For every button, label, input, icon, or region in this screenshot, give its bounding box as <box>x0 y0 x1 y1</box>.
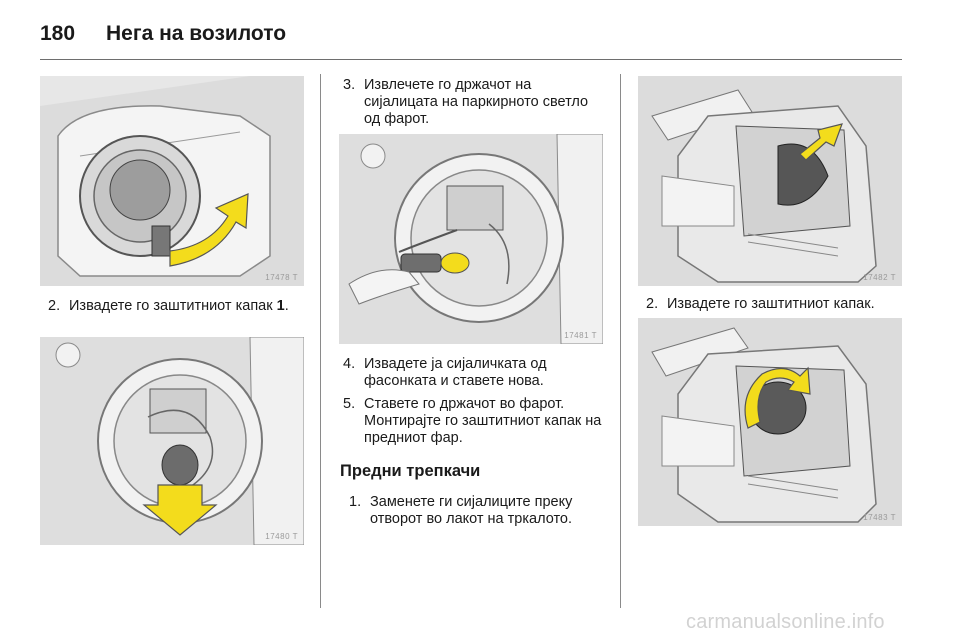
column-divider-right <box>620 74 621 608</box>
step-number: 4. <box>343 356 356 372</box>
step-text: Извадете го заштитниот капак. <box>667 296 875 312</box>
part-number: 1 <box>276 298 285 314</box>
step-number: 3. <box>343 77 356 93</box>
figure-code: 17481 T <box>564 331 597 340</box>
illustration-parking-light-holder: 17481 T <box>339 134 603 344</box>
illustration-wheel-arch-access: 17482 T <box>638 76 902 286</box>
step-number: 5. <box>343 396 356 412</box>
header-rule <box>40 59 902 60</box>
column2-step-3: 3. Извлечете го држачот на сијалицата на… <box>343 77 608 128</box>
column2-step-5: 5. Ставете го држачот во фарот. Монтирај… <box>343 396 608 447</box>
step-text: Извлечете го држачот на сијалицата на па… <box>364 77 589 127</box>
step-number: 2. <box>646 296 659 312</box>
illustration-turn-cap: 17483 T <box>638 318 902 526</box>
step-text: Заменете ги сијалиците преку отворот во … <box>370 494 573 527</box>
column3-step-2: 2. Извадете го заштитниот капак. <box>646 296 906 313</box>
column1-step-2: 2. Извадете го заштитниот капак 1. <box>48 298 308 315</box>
step-text: Ставете го држачот во фарот. Монтирајте … <box>364 396 602 446</box>
page-title: Нега на возилото <box>106 22 287 45</box>
illustration-pull-bulb-holder: 17480 T <box>40 337 304 545</box>
column2-step-1: 1. Заменете ги сијалиците преку отворот … <box>349 494 609 528</box>
turn-cap-drawing <box>638 318 902 526</box>
bulb-holder-drawing <box>40 337 304 545</box>
watermark: carmanualsonline.info <box>686 611 885 633</box>
illustration-remove-cap: 17478 T <box>40 76 304 286</box>
figure-code: 17482 T <box>863 273 896 282</box>
step-number: 1. <box>349 494 362 510</box>
section-heading: Предни трепкачи <box>340 462 481 480</box>
column-divider-left <box>320 74 321 608</box>
page-header: 180 Нега на возилото <box>0 0 960 60</box>
cap-removal-drawing <box>40 76 304 286</box>
step-number: 2. <box>48 298 61 314</box>
figure-code: 17480 T <box>265 532 298 541</box>
column2-step-4: 4. Извадете ја сијаличката од фасонката … <box>343 356 608 390</box>
figure-code: 17478 T <box>265 273 298 282</box>
step-text: Извадете ја сијаличката од фасонката и с… <box>364 356 547 389</box>
step-text: Извадете го заштитниот капак 1. <box>69 298 289 314</box>
wheel-arch-drawing <box>638 76 902 286</box>
page-number: 180 <box>40 22 76 45</box>
parking-light-drawing <box>339 134 603 344</box>
figure-code: 17483 T <box>863 513 896 522</box>
